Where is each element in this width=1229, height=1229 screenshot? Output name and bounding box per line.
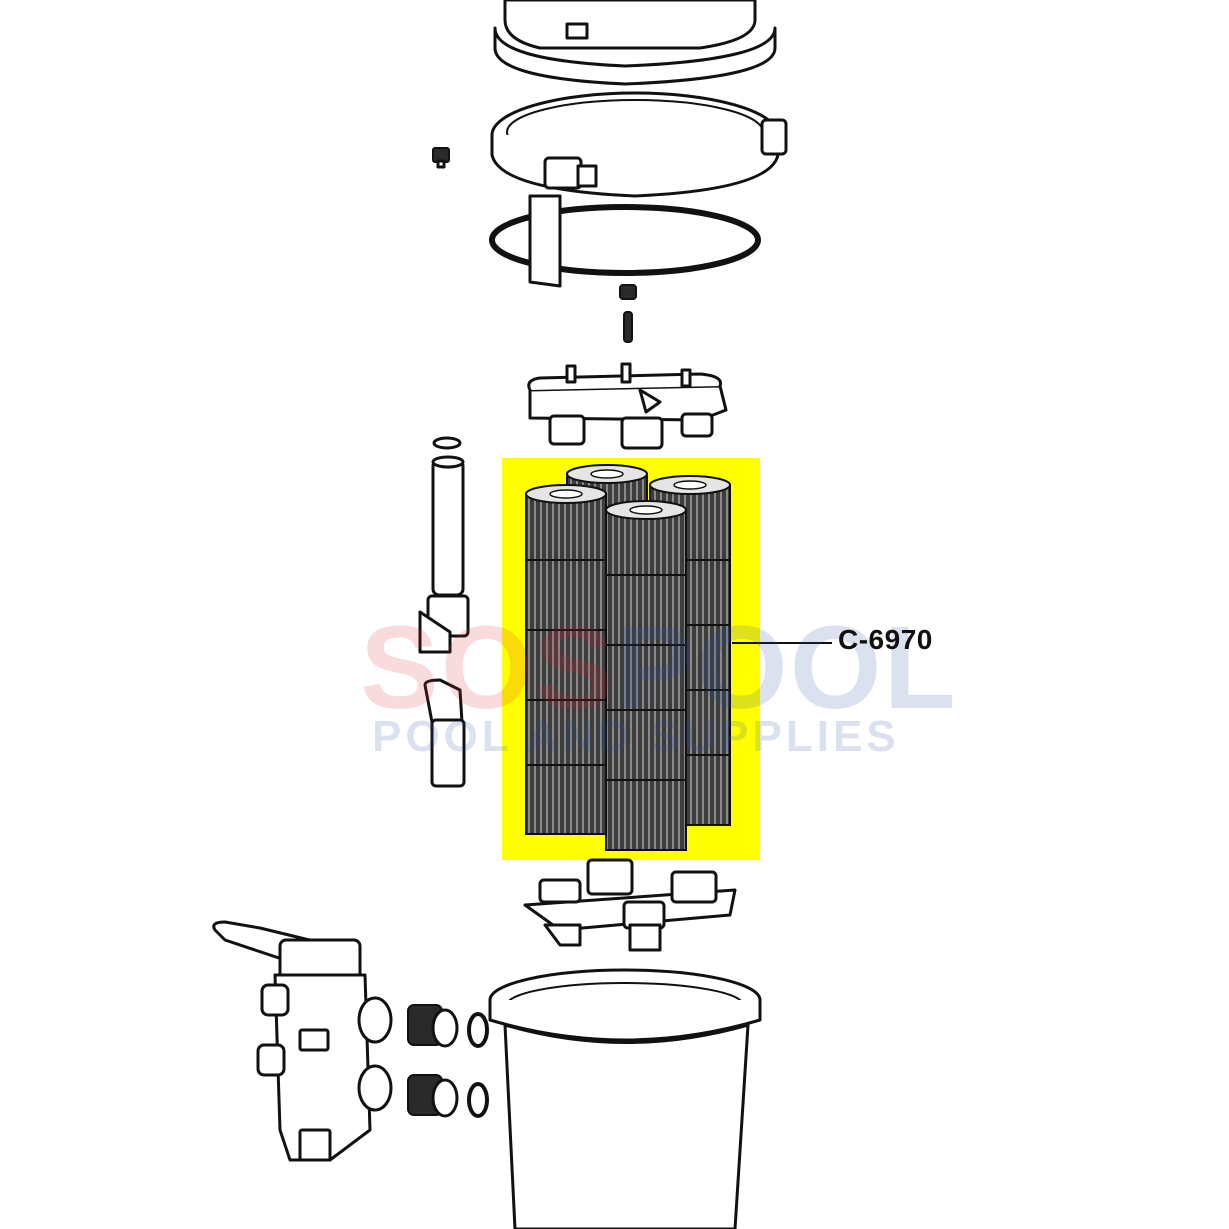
watermark-brand-left: SOS [360, 602, 616, 734]
cartridge-part-number: C-6970 [838, 624, 933, 655]
watermark-brand-right: POOL [615, 602, 958, 734]
union-fittings [407, 1004, 489, 1118]
filter-tank [488, 968, 762, 1229]
cartridge-set [525, 464, 731, 851]
standpipe [418, 436, 470, 788]
air-bleed-assembly [619, 284, 637, 343]
bolt-part [432, 147, 450, 169]
top-manifold [527, 362, 728, 450]
filter-lid [493, 0, 777, 86]
watermark-logo: SOSPOOL [360, 600, 958, 736]
multiport-valve [212, 920, 393, 1162]
cartridge-front-right [605, 500, 687, 851]
lid-o-ring [489, 194, 761, 288]
cartridge-front-left [525, 484, 607, 835]
watermark-tagline: POOL AND SUPPLIES [372, 712, 900, 761]
lock-ring [490, 91, 788, 198]
bottom-manifold [523, 858, 737, 952]
